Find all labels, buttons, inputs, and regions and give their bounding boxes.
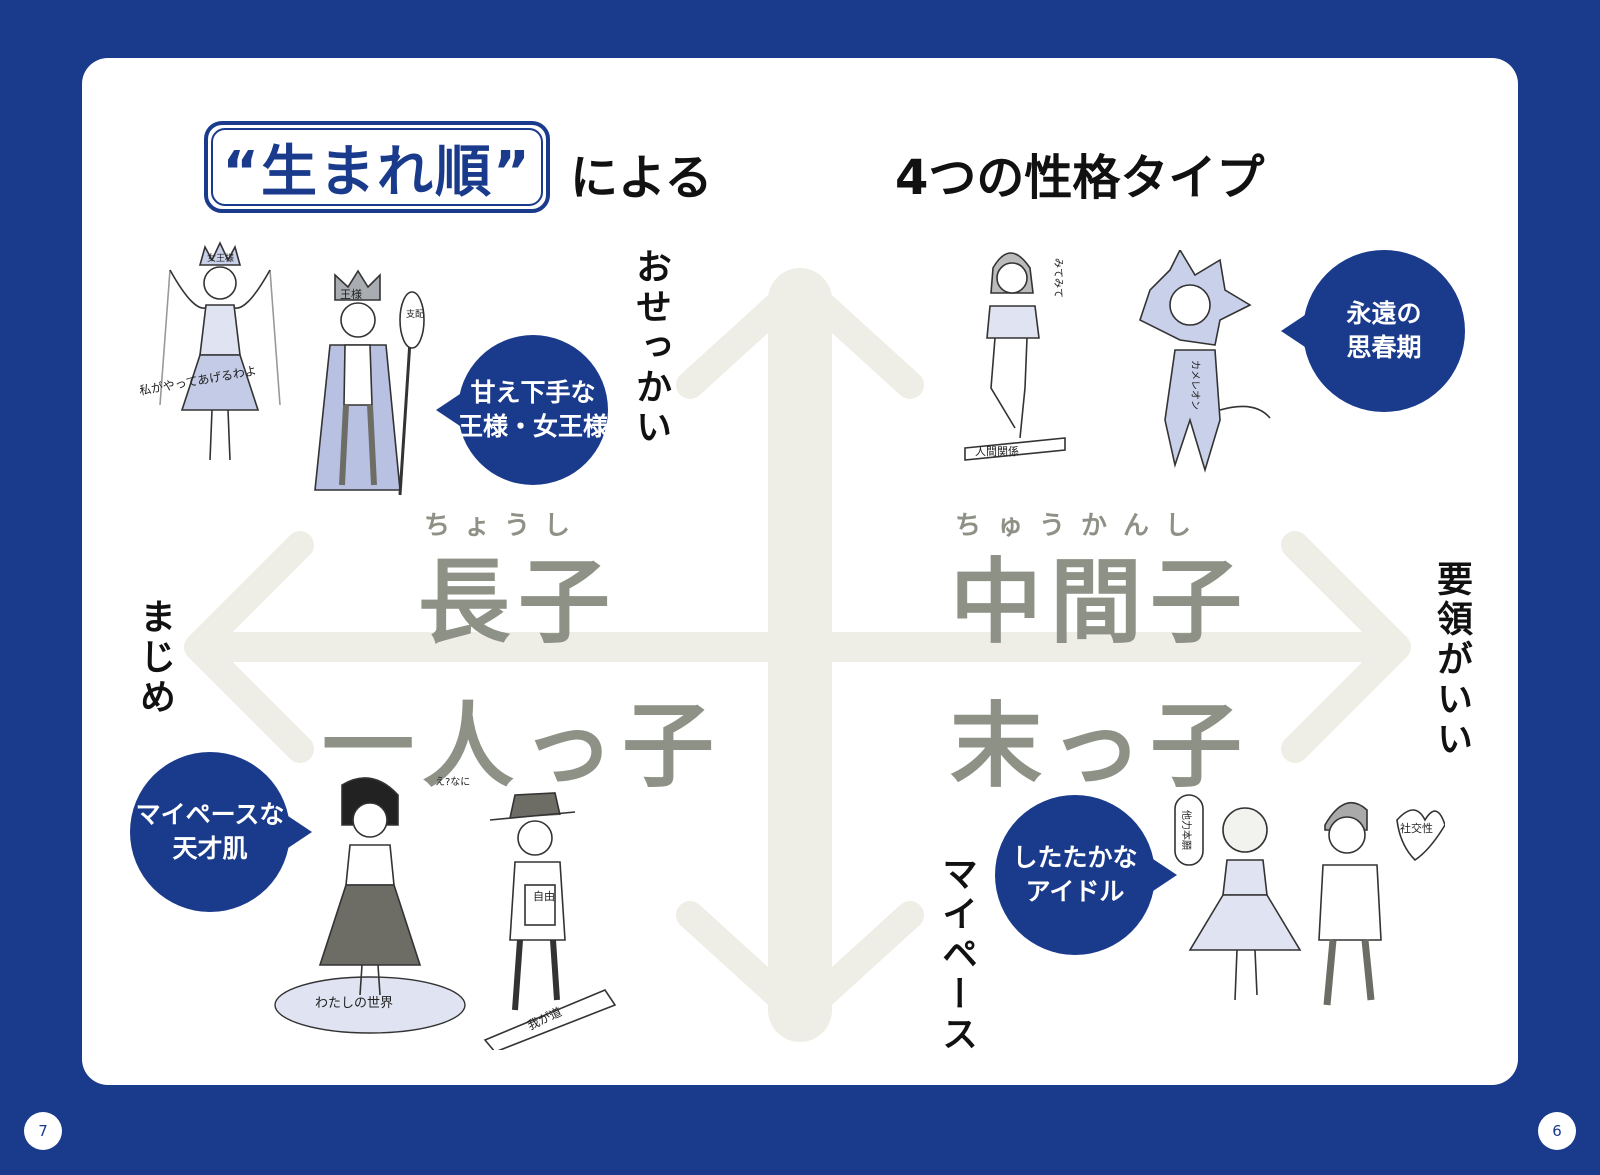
youngest-boy-illustration: 社交性: [1318, 801, 1445, 1006]
title-box: “生まれ順”: [204, 121, 550, 213]
bubble-eldest-line1: 甘え下手な: [470, 378, 596, 408]
axis-label-right: 要領がいい: [1431, 560, 1472, 760]
arrow-down-head: [676, 901, 924, 1029]
only-eh-text: え?なに?: [435, 776, 470, 788]
bubble-middle-line2: 思春期: [1346, 333, 1422, 362]
arrow-left-head: [184, 531, 314, 763]
king-crown-text: 王様: [340, 287, 362, 301]
bubble-middle-line1: 永遠の: [1346, 299, 1422, 329]
only-girl-illustration: え?なに? わたしの世界: [274, 776, 470, 1034]
bubble-youngest-line1: したたかな: [1012, 843, 1138, 873]
chameleon-text: カメレオン: [1189, 360, 1201, 410]
quadrant-label-eldest: 長子: [418, 549, 619, 656]
axis-label-left: まじめ: [134, 598, 175, 718]
king-illustration: 王様 支配: [314, 269, 425, 496]
bubble-middle: 永遠の思春期: [1281, 250, 1465, 412]
axis-label-top: おせっかい: [630, 248, 671, 448]
queen-crown-text: 女王様: [207, 252, 234, 264]
bubble-eldest: 甘え下手な王様・女王様: [436, 335, 609, 485]
fan-right-text: 社交性: [1400, 821, 1433, 835]
middle-girl-illustration: みてみて 人間関係: [964, 252, 1066, 461]
eldest-ruby: ちょうし: [424, 511, 585, 541]
page-number-left: 7: [24, 1112, 62, 1150]
title-text-2: 4つの性格タイプ: [895, 150, 1265, 206]
middle-ruby: ちゅうかんし: [955, 511, 1208, 541]
world-text: わたしの世界: [315, 996, 393, 1011]
bubble-only-line1: マイペースな: [135, 800, 285, 830]
quadrant-label-middle: 中間子: [950, 549, 1251, 656]
axis-label-bottom: マイペース: [936, 855, 977, 1055]
queen-illustration: 女王様 私がやってあげるわよ: [140, 241, 281, 461]
youngest-girl-illustration: 他力本願: [1174, 794, 1302, 1001]
title-boxed-text: “生まれ順”: [222, 139, 532, 205]
relations-text: 人間関係: [975, 445, 1019, 458]
arrow-up-head: [676, 271, 924, 399]
quadrant-label-youngest: 末っ子: [950, 693, 1251, 800]
bubble-only-line2: 天才肌: [172, 834, 248, 863]
title-text-1: による: [570, 150, 713, 206]
fan-left-text: 他力本願: [1180, 810, 1193, 850]
middle-see-text: みてみて: [1052, 258, 1063, 298]
chameleon-illustration: カメレオン: [1139, 250, 1271, 473]
page-number-right: 6: [1538, 1112, 1576, 1150]
bubble-youngest-line2: アイドル: [1025, 877, 1125, 906]
arrow-right-head: [1281, 531, 1411, 763]
book-text: 自由: [533, 889, 555, 903]
only-boy-illustration: 自由 我が道: [483, 792, 617, 1050]
quadrant-label-only: 一人っ子: [322, 693, 723, 800]
bubble-eldest-line2: 王様・女王様: [458, 412, 609, 441]
bubble-only: マイペースな天才肌: [130, 752, 312, 912]
bubble-youngest: したたかなアイドル: [995, 795, 1177, 955]
scepter-text: 支配: [406, 308, 424, 320]
